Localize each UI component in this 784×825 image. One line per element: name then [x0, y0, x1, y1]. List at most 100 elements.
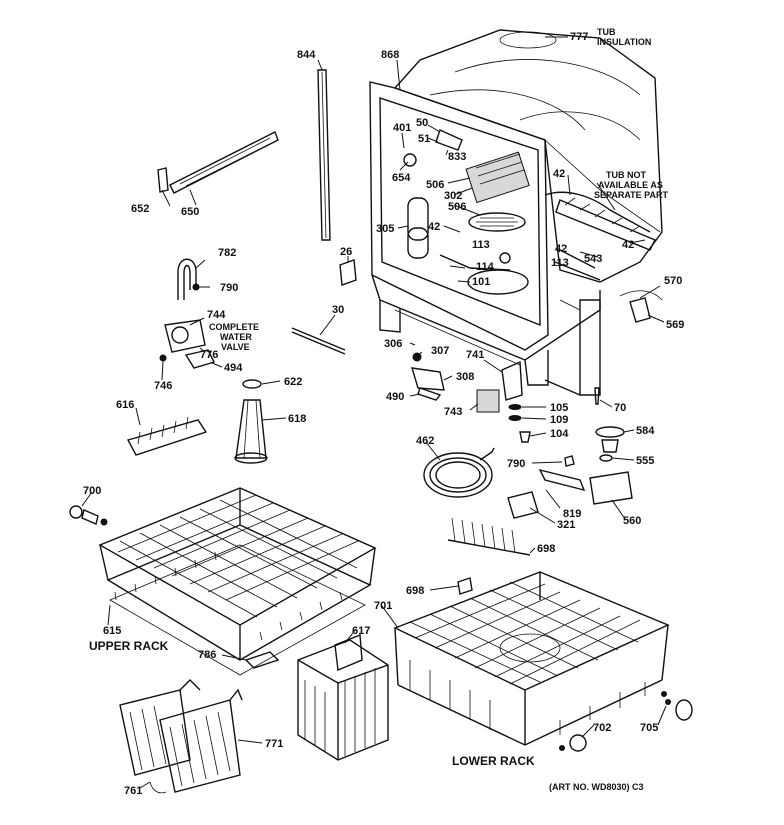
- label-tub-not: TUB NOT: [606, 170, 646, 180]
- label-494: 494: [224, 362, 243, 374]
- hose-782: [177, 258, 197, 300]
- wheel-705: [661, 691, 693, 721]
- label-618: 618: [288, 413, 306, 425]
- basket-771: [119, 679, 243, 793]
- tine-row-616: [126, 416, 208, 456]
- label-401: 401: [393, 122, 411, 134]
- gasket-650: [169, 131, 279, 194]
- label-705: 705: [640, 722, 658, 734]
- label-104: 104: [550, 428, 569, 440]
- label-560: 560: [623, 515, 641, 527]
- label-844: 844: [297, 49, 316, 61]
- label-543: 543: [584, 253, 602, 265]
- spray-tower-618: [234, 379, 268, 464]
- label-30: 30: [332, 304, 344, 316]
- label-complete-water-valve-3: VALVE: [221, 342, 250, 352]
- label-741: 741: [466, 349, 484, 361]
- label-744: 744: [207, 309, 226, 321]
- label-complete-water-valve-2: WATER: [220, 332, 252, 342]
- clamp-790: [192, 283, 200, 291]
- label-26: 26: [340, 246, 352, 258]
- label-868: 868: [381, 49, 399, 61]
- callout-labels: 777 TUB INSULATION 844 868 401 50 51 833…: [83, 27, 684, 797]
- leader-lines: [81, 36, 667, 789]
- label-702: 702: [593, 722, 611, 734]
- tine-row-698: [447, 517, 531, 556]
- label-819: 819: [563, 508, 581, 520]
- label-790b: 790: [507, 458, 525, 470]
- label-490: 490: [386, 391, 404, 403]
- label-114: 114: [476, 261, 495, 273]
- label-tub-not-3: SEPARATE PART: [594, 190, 669, 200]
- inlet-valve-560: [507, 426, 633, 519]
- label-654: 654: [392, 172, 411, 184]
- label-698b: 698: [406, 585, 424, 597]
- label-506b: 506: [448, 201, 466, 213]
- drain-hose-462: [423, 447, 495, 498]
- lower-rack: [393, 571, 670, 746]
- bracket-26: [339, 259, 357, 286]
- label-308: 308: [456, 371, 474, 383]
- label-302: 302: [444, 190, 462, 202]
- label-51: 51: [418, 133, 430, 145]
- clip-652: [157, 167, 169, 193]
- label-584: 584: [636, 425, 655, 437]
- label-complete-water-valve: COMPLETE: [209, 322, 259, 332]
- label-790a: 790: [220, 282, 238, 294]
- tub-assembly: [369, 29, 663, 396]
- label-tub-insulation: TUB: [597, 27, 616, 37]
- basket-761-lead: [149, 781, 167, 794]
- label-42b: 42: [553, 168, 565, 180]
- wheel-702: [559, 734, 587, 752]
- label-777: 777: [570, 31, 588, 43]
- label-113b: 113: [551, 257, 569, 269]
- label-105: 105: [550, 402, 568, 414]
- small-parts: [411, 290, 663, 443]
- label-771: 771: [265, 738, 283, 750]
- label-307: 307: [431, 345, 449, 357]
- label-776: 776: [200, 349, 218, 361]
- label-650: 650: [181, 206, 199, 218]
- label-700: 700: [83, 485, 101, 497]
- label-786: 786: [198, 649, 216, 661]
- label-upper-rack: UPPER RACK: [89, 639, 169, 653]
- label-746: 746: [154, 380, 172, 392]
- label-782: 782: [218, 247, 236, 259]
- rod-30: [291, 327, 346, 355]
- silverware-basket-617: [297, 633, 389, 761]
- upper-rack: [98, 487, 377, 676]
- label-50: 50: [416, 117, 428, 129]
- label-70: 70: [614, 402, 626, 414]
- label-652: 652: [131, 203, 149, 215]
- label-569: 569: [666, 319, 684, 331]
- label-555: 555: [636, 455, 654, 467]
- label-616: 616: [116, 399, 134, 411]
- label-42d: 42: [622, 239, 634, 251]
- label-42c: 42: [555, 243, 567, 255]
- label-617: 617: [352, 625, 370, 637]
- label-570: 570: [664, 275, 682, 287]
- label-art-number: (ART NO. WD8030) C3: [549, 782, 644, 792]
- label-833: 833: [448, 151, 466, 163]
- label-321: 321: [557, 519, 575, 531]
- label-101: 101: [472, 276, 490, 288]
- label-761: 761: [124, 785, 142, 797]
- label-tub-not-2: AVAILABLE AS: [598, 180, 663, 190]
- label-109: 109: [550, 414, 568, 426]
- clip-786: [244, 651, 280, 669]
- label-306: 306: [384, 338, 402, 350]
- label-lower-rack: LOWER RACK: [452, 754, 535, 768]
- door-seal-844: [317, 69, 331, 241]
- label-622: 622: [284, 376, 302, 388]
- clip-698: [457, 577, 473, 595]
- roller-700: [69, 505, 108, 526]
- label-698a: 698: [537, 543, 555, 555]
- label-743: 743: [444, 406, 462, 418]
- label-506a: 506: [426, 179, 444, 191]
- label-305: 305: [376, 223, 394, 235]
- label-615: 615: [103, 625, 121, 637]
- label-701: 701: [374, 600, 392, 612]
- label-42a: 42: [428, 221, 440, 233]
- label-462: 462: [416, 435, 434, 447]
